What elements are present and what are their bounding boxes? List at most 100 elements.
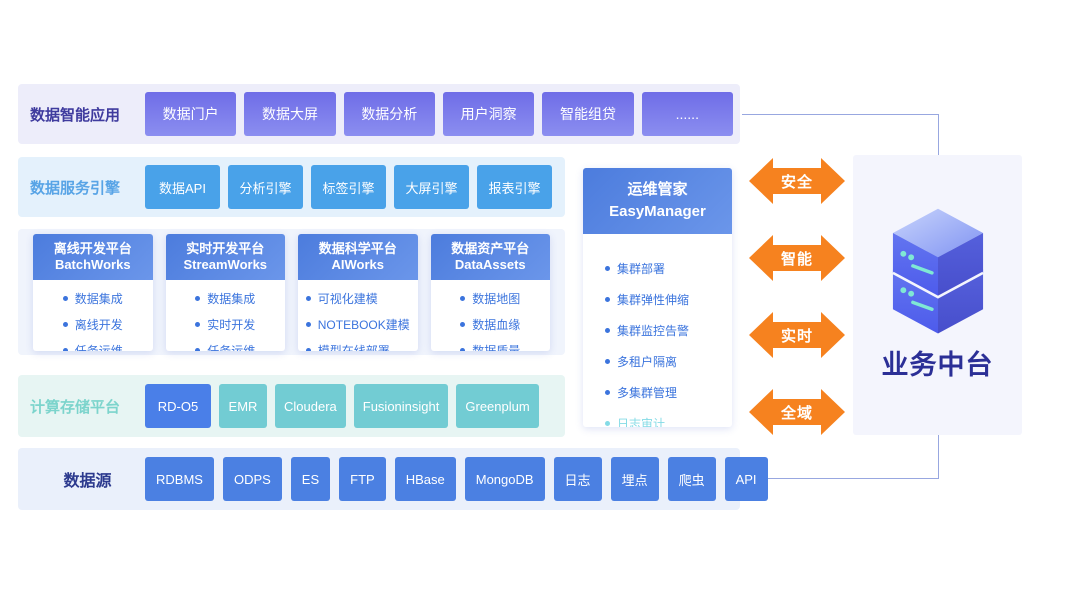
platform-card[interactable]: 数据资产平台 DataAssets 数据地图 <box>430 233 551 351</box>
bullet-dot-icon <box>305 322 311 328</box>
platform-feature-item: 数据地图 <box>460 290 520 307</box>
engine-chip[interactable]: 大屏引擎 <box>394 165 469 209</box>
storage-primary-chip[interactable]: RD-O5 <box>145 384 211 428</box>
platform-title-cn: 离线开发平台 <box>53 240 132 256</box>
feature-label: 数据集成 <box>207 292 256 307</box>
capability-arrow: 全域 <box>749 389 845 435</box>
platform-card-header: 离线开发平台 BatchWorks <box>33 233 153 281</box>
capability-arrow: 智能 <box>749 235 845 281</box>
arrow-label: 智能 <box>780 250 813 268</box>
source-chip[interactable]: 爬虫 <box>667 457 716 501</box>
feature-label: 多集群管理 <box>617 386 678 400</box>
platform-feature-item: 数据集成 <box>62 290 123 307</box>
bullet-dot-icon <box>605 297 610 302</box>
source-chip[interactable]: FTP <box>339 457 386 501</box>
easymanager-feature-item: 多集群管理 <box>605 384 732 401</box>
source-chip[interactable]: HBase <box>394 457 456 501</box>
row-platforms: 离线开发平台 BatchWorks 数据集成 <box>18 229 565 355</box>
bullet-dot-icon <box>605 328 610 333</box>
platform-feature-list: 数据集成 离线开发 任务运维 <box>62 290 123 351</box>
row-label-data-apps: 数据智能应用 <box>30 106 121 124</box>
source-chip[interactable]: API <box>724 457 768 501</box>
app-chip[interactable]: 用户洞察 <box>442 92 535 136</box>
platform-title-en: BatchWorks <box>54 257 131 273</box>
connector-line-bottom <box>742 434 939 479</box>
feature-label: 数据地图 <box>472 292 521 307</box>
easymanager-title-cn: 运维管家 <box>627 181 688 199</box>
bullet-dot-icon <box>195 322 201 328</box>
platform-card[interactable]: 数据科学平台 AIWorks 可视化建模 <box>298 233 418 351</box>
engines-button-group: 数据API 分析引擎 标签引擎 大屏引擎 报表引擎 <box>145 165 558 209</box>
platform-feature-list: 数据集成 实时开发 任务运维 <box>195 290 256 351</box>
row-data-apps: 数据智能应用 数据门户 数据大屏 数据分析 用户洞察 智能组贷 ...... <box>18 84 740 144</box>
source-chip[interactable]: RDBMS <box>145 457 214 501</box>
platform-feature-item: NOTEBOOK建模 <box>305 316 410 333</box>
bullet-dot-icon <box>605 266 610 271</box>
storage-chip[interactable]: EMR <box>219 384 267 428</box>
storage-chip[interactable]: Greenplum <box>456 384 539 428</box>
app-chip[interactable]: 数据门户 <box>145 92 237 136</box>
capability-arrow: 安全 <box>749 158 845 204</box>
bullet-dot-icon <box>305 348 311 351</box>
feature-label: 数据质量 <box>472 342 520 350</box>
app-chip[interactable]: 数据大屏 <box>244 92 336 136</box>
feature-label: 集群弹性伸缩 <box>617 293 690 307</box>
easymanager-header: 运维管家 EasyManager <box>583 168 732 234</box>
feature-label: 数据集成 <box>74 292 123 307</box>
row-compute-storage: 计算存储平台 RD-O5 EMR Cloudera Fusioninsight … <box>18 375 565 437</box>
connector-line-top <box>742 114 939 159</box>
platform-feature-item: 任务运维 <box>62 342 123 351</box>
feature-label: NOTEBOOK建模 <box>317 318 410 333</box>
platform-feature-item: 任务运维 <box>195 342 255 351</box>
storage-button-group: RD-O5 EMR Cloudera Fusioninsight Greenpl… <box>145 384 558 428</box>
platform-feature-item: 模型在线部署 <box>305 342 410 351</box>
engine-chip[interactable]: 数据API <box>145 165 220 209</box>
business-platform-card: 业务中台 <box>853 155 1022 435</box>
feature-label: 集群监控告警 <box>617 324 690 338</box>
platform-card-body: 数据地图 数据血缘 数据质量 <box>431 280 551 351</box>
platform-feature-item: 离线开发 <box>62 316 123 333</box>
feature-label: 集群部署 <box>617 262 666 276</box>
platform-card[interactable]: 实时开发平台 StreamWorks 数据集成 <box>165 233 285 351</box>
platform-title-cn: 数据科学平台 <box>318 240 397 256</box>
platform-feature-item: 数据血缘 <box>460 316 520 333</box>
capability-arrow: 实时 <box>749 312 845 358</box>
platform-card-header: 实时开发平台 StreamWorks <box>165 233 285 281</box>
easymanager-feature-item-muted: 日志审计 <box>605 415 732 427</box>
source-chip[interactable]: ODPS <box>222 457 282 501</box>
source-chip[interactable]: MongoDB <box>464 457 545 501</box>
row-data-sources: 数据源 RDBMS ODPS ES FTP HBase MongoDB 日志 埋… <box>18 448 768 510</box>
storage-chip[interactable]: Fusioninsight <box>353 384 449 428</box>
platform-title-en: AIWorks <box>331 257 385 273</box>
platform-card[interactable]: 离线开发平台 BatchWorks 数据集成 <box>33 233 153 351</box>
bullet-dot-icon <box>605 390 610 395</box>
platform-feature-item: 可视化建模 <box>305 290 410 307</box>
source-chip[interactable]: 埋点 <box>610 457 659 501</box>
row-service-engines: 数据服务引擎 数据API 分析引擎 标签引擎 大屏引擎 报表引擎 <box>18 157 565 217</box>
bullet-dot-icon <box>62 348 68 351</box>
storage-chip[interactable]: Cloudera <box>275 384 346 428</box>
double-arrow-icon <box>749 235 845 281</box>
easymanager-feature-list: 集群部署 集群弹性伸缩 集群监控告警 多租户隔离 <box>605 260 732 401</box>
bullet-dot-icon <box>460 296 466 302</box>
easymanager-feature-item: 集群弹性伸缩 <box>605 291 732 308</box>
row-label-compute-storage: 计算存储平台 <box>30 398 121 416</box>
platform-card-body: 数据集成 离线开发 任务运维 <box>33 280 153 351</box>
easymanager-card[interactable]: 运维管家 EasyManager 集群部署 集群弹性伸缩 <box>583 168 732 427</box>
engine-chip[interactable]: 报表引擎 <box>477 165 552 209</box>
feature-label: 数据血缘 <box>472 318 521 333</box>
source-chip[interactable]: ES <box>290 457 331 501</box>
source-chip[interactable]: 日志 <box>553 457 602 501</box>
engine-chip[interactable]: 标签引擎 <box>311 165 386 209</box>
app-chip[interactable]: 智能组贷 <box>542 92 634 136</box>
app-chip[interactable]: 数据分析 <box>343 92 435 136</box>
platform-feature-list: 可视化建模 NOTEBOOK建模 模型在线部署 <box>305 290 410 351</box>
arrow-label: 实时 <box>780 327 813 345</box>
bullet-dot-icon <box>62 296 68 302</box>
bullet-dot-icon <box>62 322 68 328</box>
app-chip[interactable]: ...... <box>641 92 733 136</box>
feature-label: 任务运维 <box>207 342 255 350</box>
engine-chip[interactable]: 分析引擎 <box>228 165 303 209</box>
platform-title-cn: 实时开发平台 <box>186 240 265 256</box>
